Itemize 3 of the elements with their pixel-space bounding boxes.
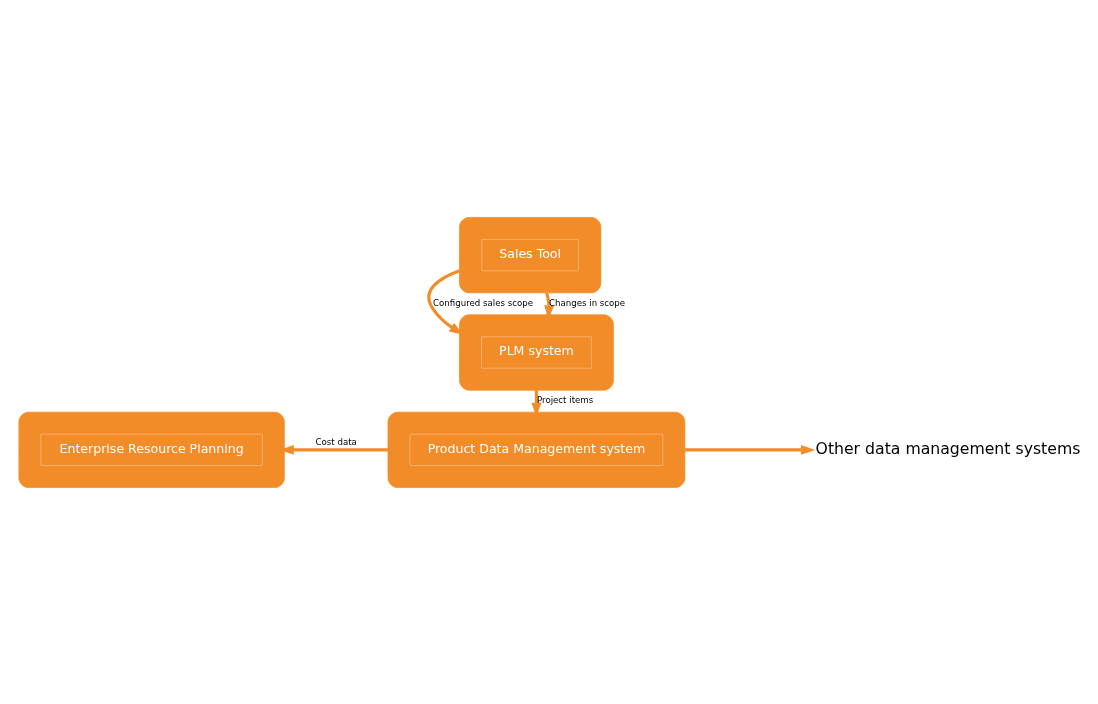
edge-label: Cost data (315, 436, 357, 447)
edge-label: Configured sales scope (433, 297, 534, 308)
node-text: Other data management systems (815, 438, 1081, 458)
